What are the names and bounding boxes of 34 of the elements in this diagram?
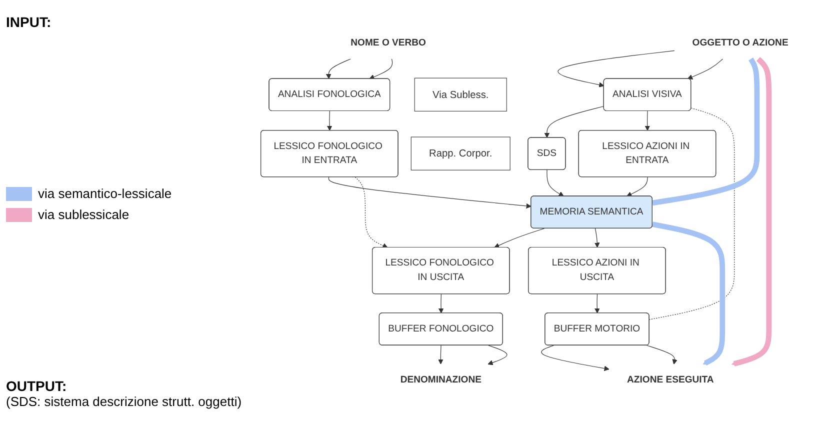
node-text: NOME O VERBO [350, 37, 426, 48]
arrow [594, 228, 600, 248]
arrow [326, 58, 351, 79]
arrow [732, 56, 772, 366]
arrow [438, 345, 444, 364]
footnote: (SDS: sistema descrizione strutt. oggetti) [6, 394, 243, 409]
node-text: OGGETTO O AZIONE [692, 37, 788, 48]
node-box: Via Subless. [414, 78, 507, 112]
node-text: AZIONE ESEGUITA [627, 374, 714, 385]
arrow [626, 176, 648, 196]
legend-text: via semantico-lessicale [38, 186, 172, 201]
arrow [546, 170, 564, 196]
input-label: INPUT: [6, 14, 52, 30]
arrow [326, 110, 332, 131]
arrow [328, 176, 532, 208]
arrow [644, 110, 650, 131]
arrow [594, 294, 600, 314]
connector [652, 57, 760, 206]
arrow [369, 58, 393, 80]
connector [649, 108, 735, 320]
output-label: OUTPUT: [6, 378, 68, 394]
node-text: DENOMINAZIONE [400, 374, 482, 385]
arrow [558, 50, 675, 88]
arrow [438, 294, 444, 314]
arrow [494, 228, 545, 248]
arrow [544, 106, 604, 138]
arrow [687, 58, 723, 80]
arrow [646, 344, 678, 364]
legend-text: via sublessicale [38, 207, 130, 222]
arrow [652, 222, 726, 366]
arrow [541, 345, 610, 371]
arrow [488, 345, 508, 366]
node-box: Rapp. Corpor. [410, 136, 510, 170]
arrow [354, 176, 388, 248]
